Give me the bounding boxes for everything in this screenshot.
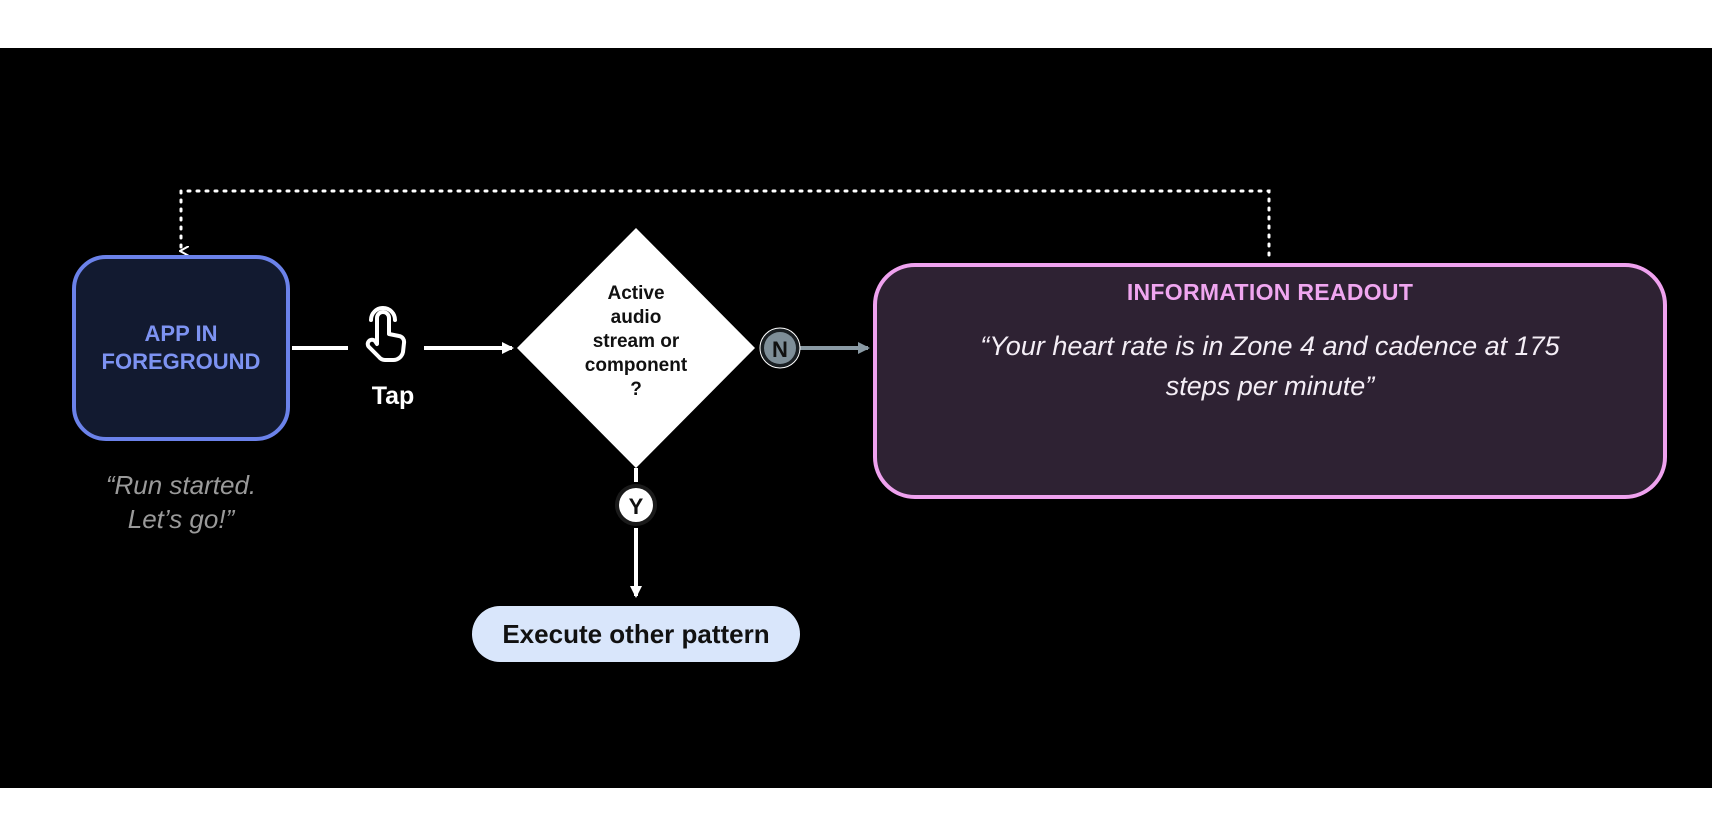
information-readout-node: INFORMATION READOUT “Your heart rate is …: [873, 263, 1667, 499]
decision-label: Active audio stream or component ?: [584, 283, 688, 400]
tap-label: Tap: [371, 382, 415, 410]
information-readout-title: INFORMATION READOUT: [1126, 279, 1414, 305]
no-badge-label: N: [772, 337, 788, 362]
yes-badge: Y: [615, 484, 657, 526]
app-in-foreground-node: APP IN FOREGROUND: [72, 255, 290, 441]
diagram-connectors: N Y: [0, 189, 1271, 598]
no-badge: N: [759, 327, 801, 369]
app-in-foreground-label: APP IN FOREGROUND: [101, 321, 261, 374]
loop-back-connector: [181, 189, 1271, 257]
tap-gesture-icon: [365, 306, 407, 362]
execute-other-pattern-label: Execute other pattern: [502, 618, 770, 649]
execute-other-pattern-node: Execute other pattern: [472, 606, 800, 662]
information-readout-quote: “Your heart rate is in Zone 4 and cadenc…: [980, 331, 1560, 401]
flow-diagram: N Y APP IN FOREGROUND “Run started. Let’…: [0, 48, 1712, 788]
decision-diamond: [517, 228, 755, 468]
yes-badge-label: Y: [629, 494, 644, 519]
run-started-caption: “Run started. Let’s go!”: [105, 470, 257, 534]
